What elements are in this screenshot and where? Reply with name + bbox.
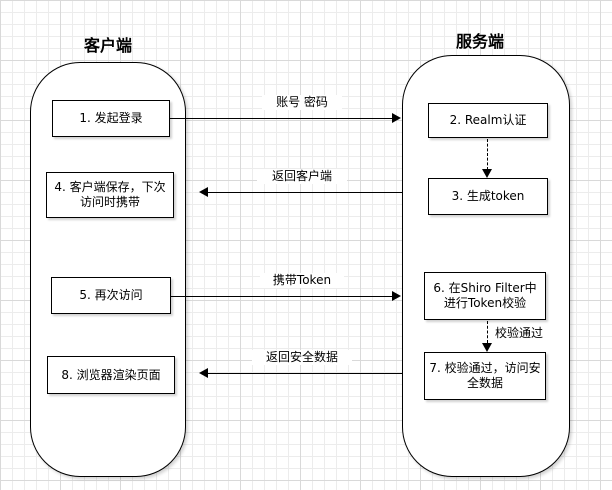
edge-carry-token-arrowhead-icon bbox=[392, 291, 401, 301]
edge-check-pass-arrowhead-icon bbox=[482, 343, 492, 352]
edge-return-data-line bbox=[207, 373, 402, 374]
edge-realm-to-token-arrowhead-icon bbox=[482, 169, 492, 178]
edge-return-client-arrowhead-icon bbox=[199, 187, 208, 197]
node-initiate-login: 1. 发起登录 bbox=[52, 100, 170, 137]
node-realm-auth: 2. Realm认证 bbox=[428, 103, 548, 138]
edge-carry-token-line bbox=[171, 296, 393, 297]
edge-credentials-label: 账号 密码 bbox=[262, 95, 342, 110]
edge-credentials-arrowhead-icon bbox=[392, 113, 401, 123]
edge-realm-to-token-line bbox=[487, 139, 488, 170]
node-generate-token: 3. 生成token bbox=[428, 178, 548, 215]
edge-check-pass-label: 校验通过 bbox=[493, 326, 553, 341]
edge-return-client-label: 返回客户端 bbox=[257, 169, 347, 184]
edge-credentials-line bbox=[170, 118, 393, 119]
edge-check-pass-line bbox=[487, 321, 488, 343]
server-lane-title: 服务端 bbox=[455, 32, 504, 51]
node-shiro-filter-check: 6. 在Shiro Filter中进行Token校验 bbox=[424, 272, 546, 320]
edge-return-data-arrowhead-icon bbox=[199, 368, 208, 378]
node-browser-render: 8. 浏览器渲染页面 bbox=[47, 356, 175, 394]
edge-return-client-line bbox=[207, 192, 402, 193]
node-client-save-token: 4. 客户端保存，下次访问时携带 bbox=[46, 172, 174, 218]
edge-carry-token-label: 携带Token bbox=[260, 273, 344, 288]
client-lane-title: 客户端 bbox=[83, 36, 132, 55]
node-access-secure-data: 7. 校验通过，访问安全数据 bbox=[424, 352, 546, 400]
edge-return-data-label: 返回安全数据 bbox=[252, 350, 352, 365]
node-visit-again: 5. 再次访问 bbox=[51, 277, 171, 314]
